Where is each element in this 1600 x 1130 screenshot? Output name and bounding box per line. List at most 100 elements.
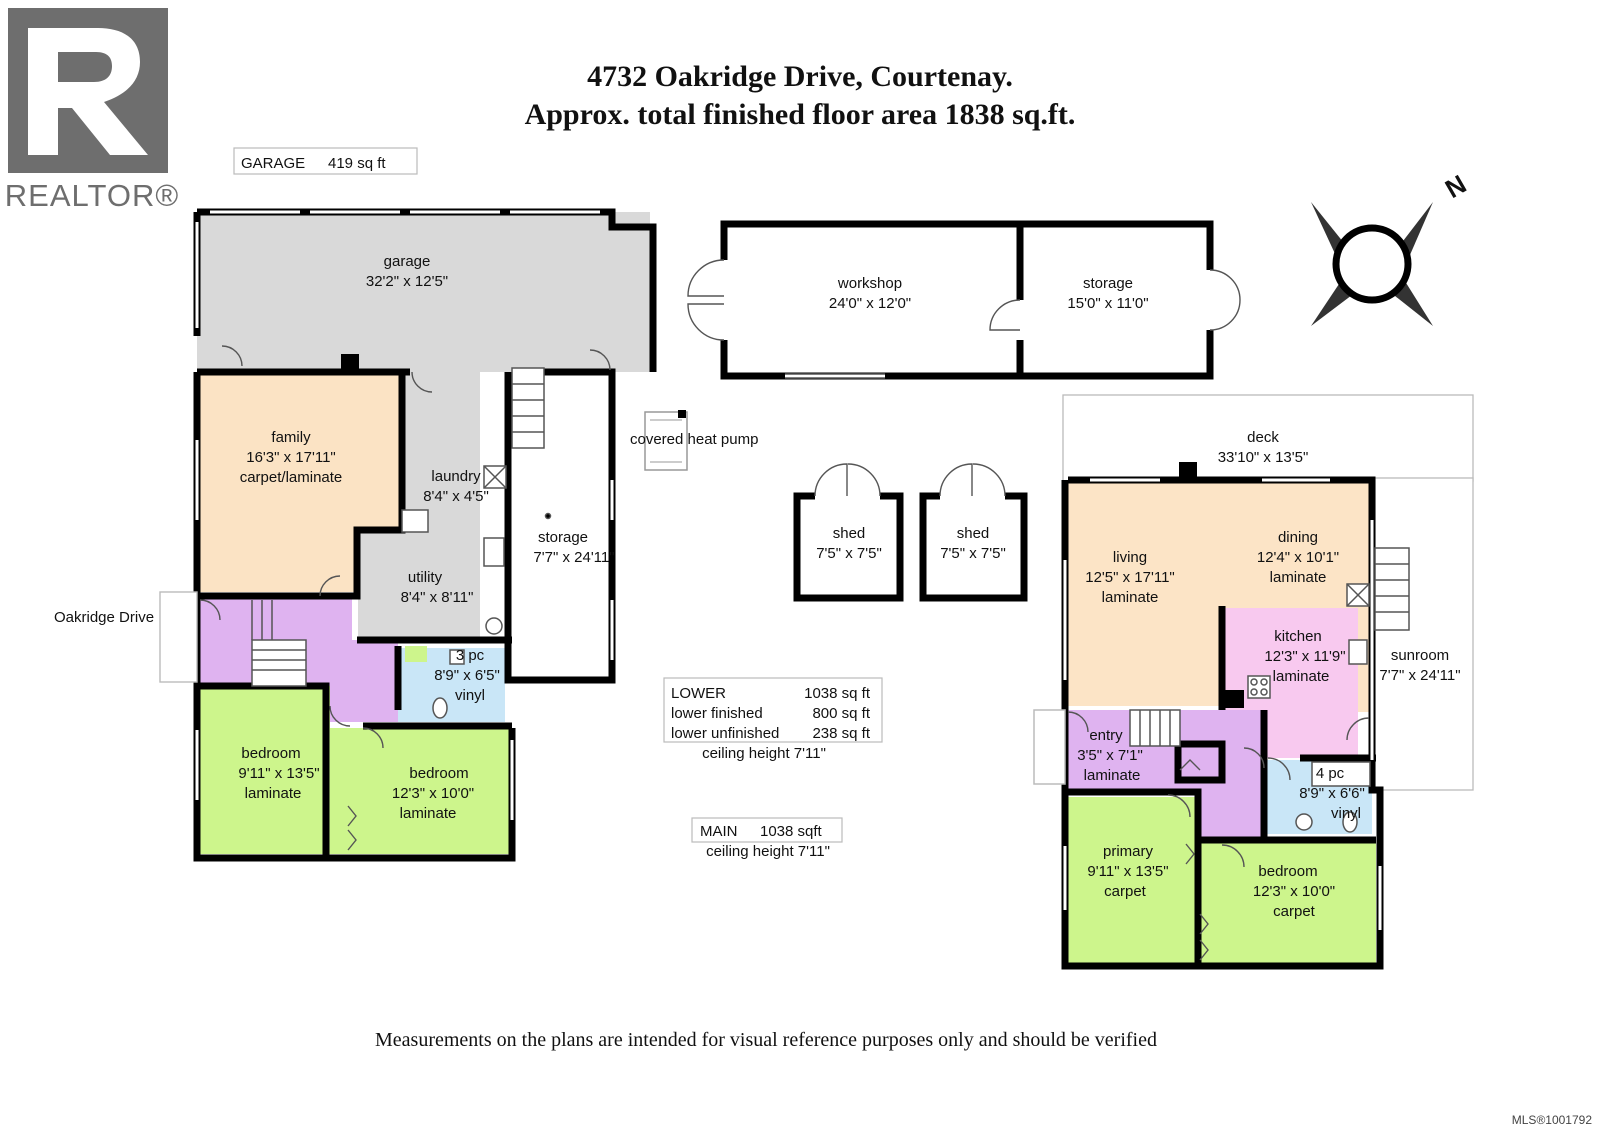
room-size-deck: 33'10" x 13'5"	[1218, 449, 1309, 466]
room-size-bedroom-main: 12'3" x 10'0"	[1253, 883, 1335, 900]
room-name-bedroom-lower-left: bedroom	[241, 745, 300, 762]
room-size-utility: 8'4" x 8'11"	[401, 589, 474, 606]
room-name-sunroom: sunroom	[1391, 647, 1449, 664]
room-floor-bath-main: vinyl	[1331, 805, 1361, 822]
lower-fixtures	[401, 465, 552, 719]
room-size-storage-top: 15'0" x 11'0"	[1067, 295, 1148, 312]
room-fill-bedroom-main	[1198, 840, 1376, 963]
room-name-kitchen: kitchen	[1274, 628, 1322, 645]
kitchen-appliance	[1222, 690, 1244, 708]
room-fill-closet	[405, 646, 427, 662]
main-summary-value: 1038 sqft	[760, 823, 823, 840]
room-floor-bath-lower: vinyl	[455, 687, 485, 704]
room-name-storage-lower: storage	[538, 529, 588, 546]
room-name-utility: utility	[408, 569, 443, 586]
main-outer-wall	[1061, 476, 1384, 970]
chimney-lower	[341, 354, 359, 372]
main-ceiling-height: ceiling height 7'11"	[706, 843, 830, 860]
room-name-deck: deck	[1247, 429, 1279, 446]
room-fill-living	[1068, 483, 1223, 706]
room-fill-primary	[1068, 797, 1198, 963]
room-floor-bedroom-lower-left: laminate	[245, 785, 302, 802]
room-fill-bedroom-lower-right	[330, 728, 510, 854]
shed2-doors	[939, 463, 1006, 497]
room-size-shed2: 7'5" x 7'5"	[940, 545, 1006, 562]
room-name-family: family	[271, 429, 311, 446]
room-name-storage-top: storage	[1083, 275, 1133, 292]
room-floor-bedroom-lower-right: laminate	[400, 805, 457, 822]
north-arrow-compass: N	[1311, 169, 1471, 326]
room-size-entry: 3'5" x 7'1"	[1077, 747, 1143, 764]
room-name-primary: primary	[1103, 843, 1154, 860]
outbuildings: workshop 24'0" x 12'0" storage 15'0" x 1…	[687, 220, 1241, 602]
room-name-dining: dining	[1278, 529, 1318, 546]
garage-label-name: GARAGE	[241, 155, 305, 172]
street-label: Oakridge Drive	[54, 609, 154, 626]
lower-area-summary: LOWER 1038 sq ft lower finished 800 sq f…	[663, 677, 883, 762]
room-name-shed2: shed	[957, 525, 990, 542]
room-fill-laundry-utility	[358, 372, 480, 640]
room-floor-family: carpet/laminate	[240, 469, 343, 486]
lower-windows	[195, 210, 614, 820]
room-name-bedroom-main: bedroom	[1258, 863, 1317, 880]
main-area-summary: MAIN 1038 sqft ceiling height 7'11"	[691, 817, 843, 860]
plan-title-line1: 4732 Oakridge Drive, Courtenay.	[587, 60, 1013, 93]
lower-floor-plan: garage 32'2" x 12'5" family 16'3" x 17'1…	[54, 208, 758, 862]
room-name-bedroom-lower-right: bedroom	[409, 765, 468, 782]
room-name-living: living	[1113, 549, 1147, 566]
room-size-shed1: 7'5" x 7'5"	[816, 545, 882, 562]
room-name-bath-lower: 3 pc	[456, 647, 485, 664]
closet-wall	[1174, 740, 1226, 784]
lower-row-value-1: 800 sq ft	[812, 705, 870, 722]
room-floor-entry: laminate	[1084, 767, 1141, 784]
room-size-sunroom: 7'7" x 24'11"	[1379, 667, 1460, 684]
heat-pump-label: covered heat pump	[630, 431, 758, 448]
sunroom-outline	[1374, 477, 1474, 791]
bedroom-wall	[200, 682, 330, 858]
room-size-bath-lower: 8'9" x 6'5"	[434, 667, 500, 684]
room-size-storage-lower: 7'7" x 24'11"	[533, 549, 614, 566]
lower-stairs	[251, 367, 545, 687]
room-size-garage: 32'2" x 12'5"	[366, 273, 448, 290]
room-name-bath-main: 4 pc	[1316, 765, 1345, 782]
lower-row-label-1: lower finished	[671, 705, 763, 722]
room-floor-dining: laminate	[1270, 569, 1327, 586]
plan-title-line2: Approx. total finished floor area 1838 s…	[525, 98, 1076, 131]
main-stairs	[1033, 547, 1410, 785]
garage-label-area: 419 sq ft	[328, 155, 386, 172]
room-size-dining: 12'4" x 10'1"	[1257, 549, 1339, 566]
lower-row-label-2: lower unfinished	[671, 725, 779, 742]
workshop-doors	[687, 259, 1241, 380]
room-size-laundry: 8'4" x 4'5"	[423, 488, 489, 505]
room-name-shed1: shed	[833, 525, 866, 542]
compass-letter: N	[1440, 169, 1471, 204]
chimney-main	[1179, 462, 1197, 480]
room-floor-kitchen: laminate	[1273, 668, 1330, 685]
disclaimer-text: Measurements on the plans are intended f…	[375, 1029, 1157, 1051]
main-windows	[1063, 478, 1382, 930]
room-fill-bedroom-lower-left	[200, 686, 330, 854]
main-floor-plan: deck 33'10" x 13'5" living 12'5" x 17'11…	[1033, 394, 1474, 970]
room-name-workshop: workshop	[837, 275, 902, 292]
room-size-living: 12'5" x 17'11"	[1085, 569, 1175, 586]
room-floor-bedroom-main: carpet	[1273, 903, 1316, 920]
lower-row-label-0: LOWER	[671, 685, 726, 702]
room-size-bedroom-lower-left: 9'11" x 13'5"	[238, 765, 319, 782]
room-floor-living: laminate	[1102, 589, 1159, 606]
heat-pump-icon	[644, 410, 688, 471]
room-size-bath-main: 8'9" x 6'6"	[1299, 785, 1365, 802]
lower-row-value-0: 1038 sq ft	[804, 685, 871, 702]
room-name-laundry: laundry	[431, 468, 481, 485]
lower-ceiling-height: ceiling height 7'11"	[702, 745, 826, 762]
main-doors	[1067, 711, 1370, 961]
room-floor-primary: carpet	[1104, 883, 1147, 900]
room-size-family: 16'3" x 17'11"	[246, 449, 336, 466]
room-name-entry: entry	[1089, 727, 1123, 744]
room-size-kitchen: 12'3" x 11'9"	[1264, 648, 1345, 665]
room-size-primary: 9'11" x 13'5"	[1087, 863, 1168, 880]
room-name-garage: garage	[384, 253, 431, 270]
lower-row-value-2: 238 sq ft	[812, 725, 870, 742]
room-fill-garage	[197, 212, 650, 372]
realtor-wordmark: REALTOR®	[5, 178, 179, 213]
